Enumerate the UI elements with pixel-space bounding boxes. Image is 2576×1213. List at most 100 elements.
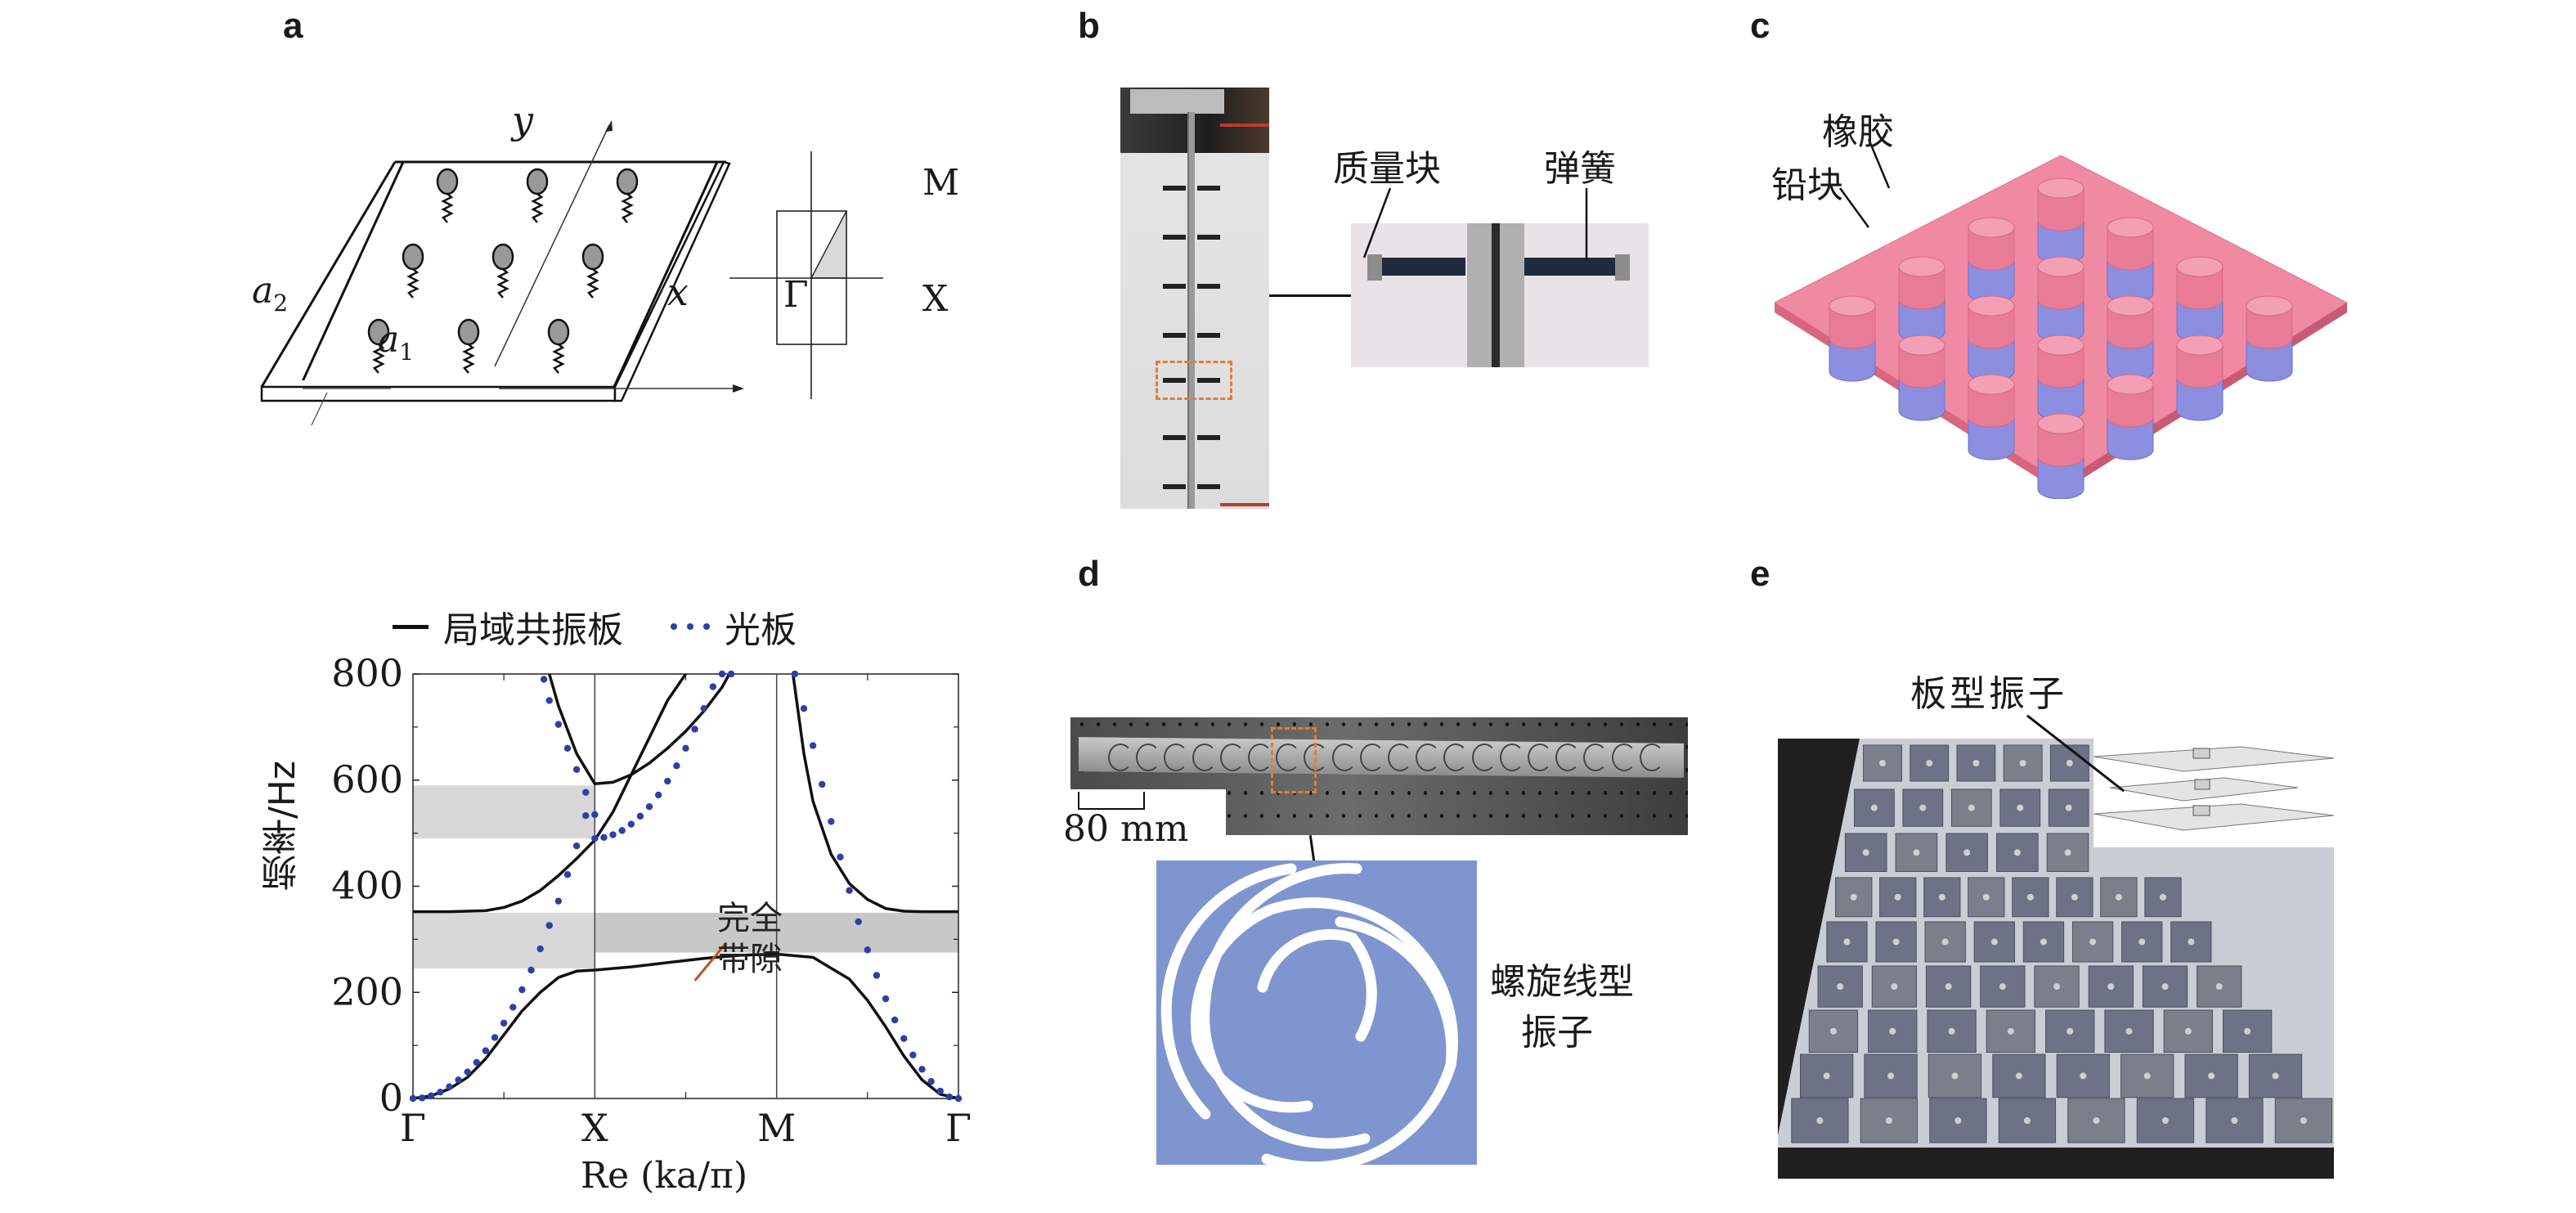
resonator-mass-spring: [526, 168, 549, 223]
x-tick-label: Γ: [400, 1106, 426, 1150]
b-zoom-inset: [1351, 223, 1649, 367]
lattice-a1-subscript: 1: [399, 338, 415, 366]
d-pegboard-hole: [1669, 814, 1672, 818]
d-pegboard-hole: [1227, 791, 1231, 795]
e-plate-bolt: [2040, 938, 2047, 946]
c-resonator-cylinder: [2176, 256, 2224, 343]
d-spiral-resonator: [1416, 744, 1441, 771]
band-point-bare-plate: [891, 1016, 899, 1024]
b-inset-spring-left: [1376, 258, 1465, 276]
d-pegboard-hole: [1424, 791, 1427, 795]
e-plate-bolt: [1968, 804, 1975, 811]
band-point-bare-plate: [509, 1004, 517, 1011]
e-callout: 板型振子: [1910, 673, 2067, 715]
c-cylinder-top: [1968, 217, 2015, 238]
band-point-bare-plate: [536, 945, 544, 953]
x-tick-label: X: [581, 1106, 608, 1150]
band-point-bare-plate: [864, 946, 872, 954]
d-pegboard-hole: [1620, 722, 1623, 726]
c-rubber-layer: [2107, 416, 2154, 460]
d-highlight-box: [1271, 727, 1317, 793]
e-plate-bolt: [2188, 938, 2195, 946]
d-pegboard-hole: [1587, 722, 1591, 726]
c-lead-layer: [2107, 227, 2154, 271]
d-pegboard-hole: [1604, 722, 1607, 726]
resonator-array: [367, 168, 639, 374]
band-point-bare-plate: [518, 986, 526, 994]
d-pegboard-hole: [1407, 791, 1411, 795]
d-pegboard-hole: [1391, 722, 1394, 726]
d-pegboard-hole: [1326, 791, 1329, 795]
e-plate-bolt: [1885, 1117, 1892, 1124]
c-lead-layer: [2107, 305, 2154, 349]
band-point-bare-plate: [855, 918, 862, 926]
e-plate-bolt: [1948, 1027, 1955, 1035]
band-point-bare-plate: [636, 812, 644, 820]
band-point-bare-plate: [727, 670, 735, 678]
band-point-bare-plate: [482, 1047, 490, 1054]
b-photo-beam: [1187, 112, 1195, 509]
b-photo-spring-right: [1197, 378, 1220, 383]
d-pegboard-hole: [1636, 791, 1640, 795]
b-photo-clamp: [1130, 89, 1224, 114]
resonator-mass: [526, 168, 549, 195]
resonator-mass-spring: [491, 243, 514, 299]
plate-top-face: [297, 160, 720, 390]
c-lead-layer: [1968, 305, 2015, 349]
c-cylinder-top: [2107, 217, 2154, 238]
band-point-bare-plate: [563, 744, 572, 753]
band-point-bare-plate: [700, 704, 707, 712]
band-point-bare-plate: [927, 1078, 935, 1085]
axis-x-label: x: [667, 270, 689, 314]
b-photo-red-mark-bottom: [1220, 503, 1269, 506]
d-pegboard-hole: [1260, 791, 1263, 795]
d-pegboard-hole: [1342, 814, 1345, 818]
band-point-bare-plate: [428, 1092, 435, 1099]
d-pegboard-hole: [1456, 722, 1460, 726]
chart-x-axis-label: Re (ka/π): [581, 1155, 748, 1197]
d-pegboard-hole: [1473, 791, 1476, 795]
d-pegboard-hole: [1440, 814, 1443, 818]
plate-schematic: [260, 120, 744, 425]
d-pegboard-hole: [1178, 722, 1182, 726]
d-pegboard-hole: [1522, 814, 1525, 818]
e-plate-bolt: [2208, 1072, 2215, 1080]
y-tick-label: 800: [331, 651, 403, 695]
resonator-mass-spring: [402, 243, 424, 299]
band-point-bare-plate: [591, 811, 599, 819]
d-pegboard-hole: [1195, 722, 1198, 726]
legend-label-bare-plate: 光板: [725, 609, 797, 651]
d-pegboard-hole: [1342, 722, 1345, 726]
band-point-bare-plate: [491, 1034, 499, 1041]
e-experimental-photo: [1778, 739, 2334, 1179]
c-rubber-layer: [1898, 377, 1945, 421]
band-point-bare-plate: [437, 1089, 444, 1096]
lattice-a2-subscript: 2: [273, 289, 289, 317]
d-pegboard-hole: [1244, 722, 1247, 726]
d-pegboard-hole: [1636, 722, 1640, 726]
e-plate-bolt: [1894, 893, 1901, 901]
b-photo-spring-left: [1163, 435, 1186, 440]
e-plate-bolt: [1889, 1027, 1896, 1035]
e-plate-bolt: [1954, 1117, 1962, 1124]
band-point-bare-plate: [819, 780, 826, 788]
band-point-bare-plate: [446, 1083, 453, 1090]
band-point-bare-plate: [673, 762, 680, 770]
e-plate-bolt: [1816, 1117, 1824, 1124]
lattice-a1-symbol: a: [378, 319, 400, 361]
e-plate-bolt: [1891, 983, 1898, 991]
b-inset-beam-right: [1500, 223, 1524, 367]
e-plate-bolt: [2125, 1027, 2133, 1035]
band-point-bare-plate: [918, 1066, 926, 1073]
d-spiral-resonator-closeup: [1156, 860, 1477, 1165]
e-plate-bolt: [1913, 849, 1920, 856]
b-photo-red-mark-top: [1220, 124, 1269, 127]
band-point-bare-plate: [545, 922, 553, 929]
d-spiral-resonator: [1359, 744, 1384, 771]
c-resonator-cylinder: [1898, 256, 1945, 343]
lattice-a1-label: a1: [378, 319, 414, 366]
b-highlight-box: [1156, 361, 1232, 400]
chart-legend: 局域共振板 光板: [393, 600, 797, 653]
d-pegboard-hole: [1260, 814, 1263, 818]
c-lead-layer: [1898, 266, 1945, 310]
